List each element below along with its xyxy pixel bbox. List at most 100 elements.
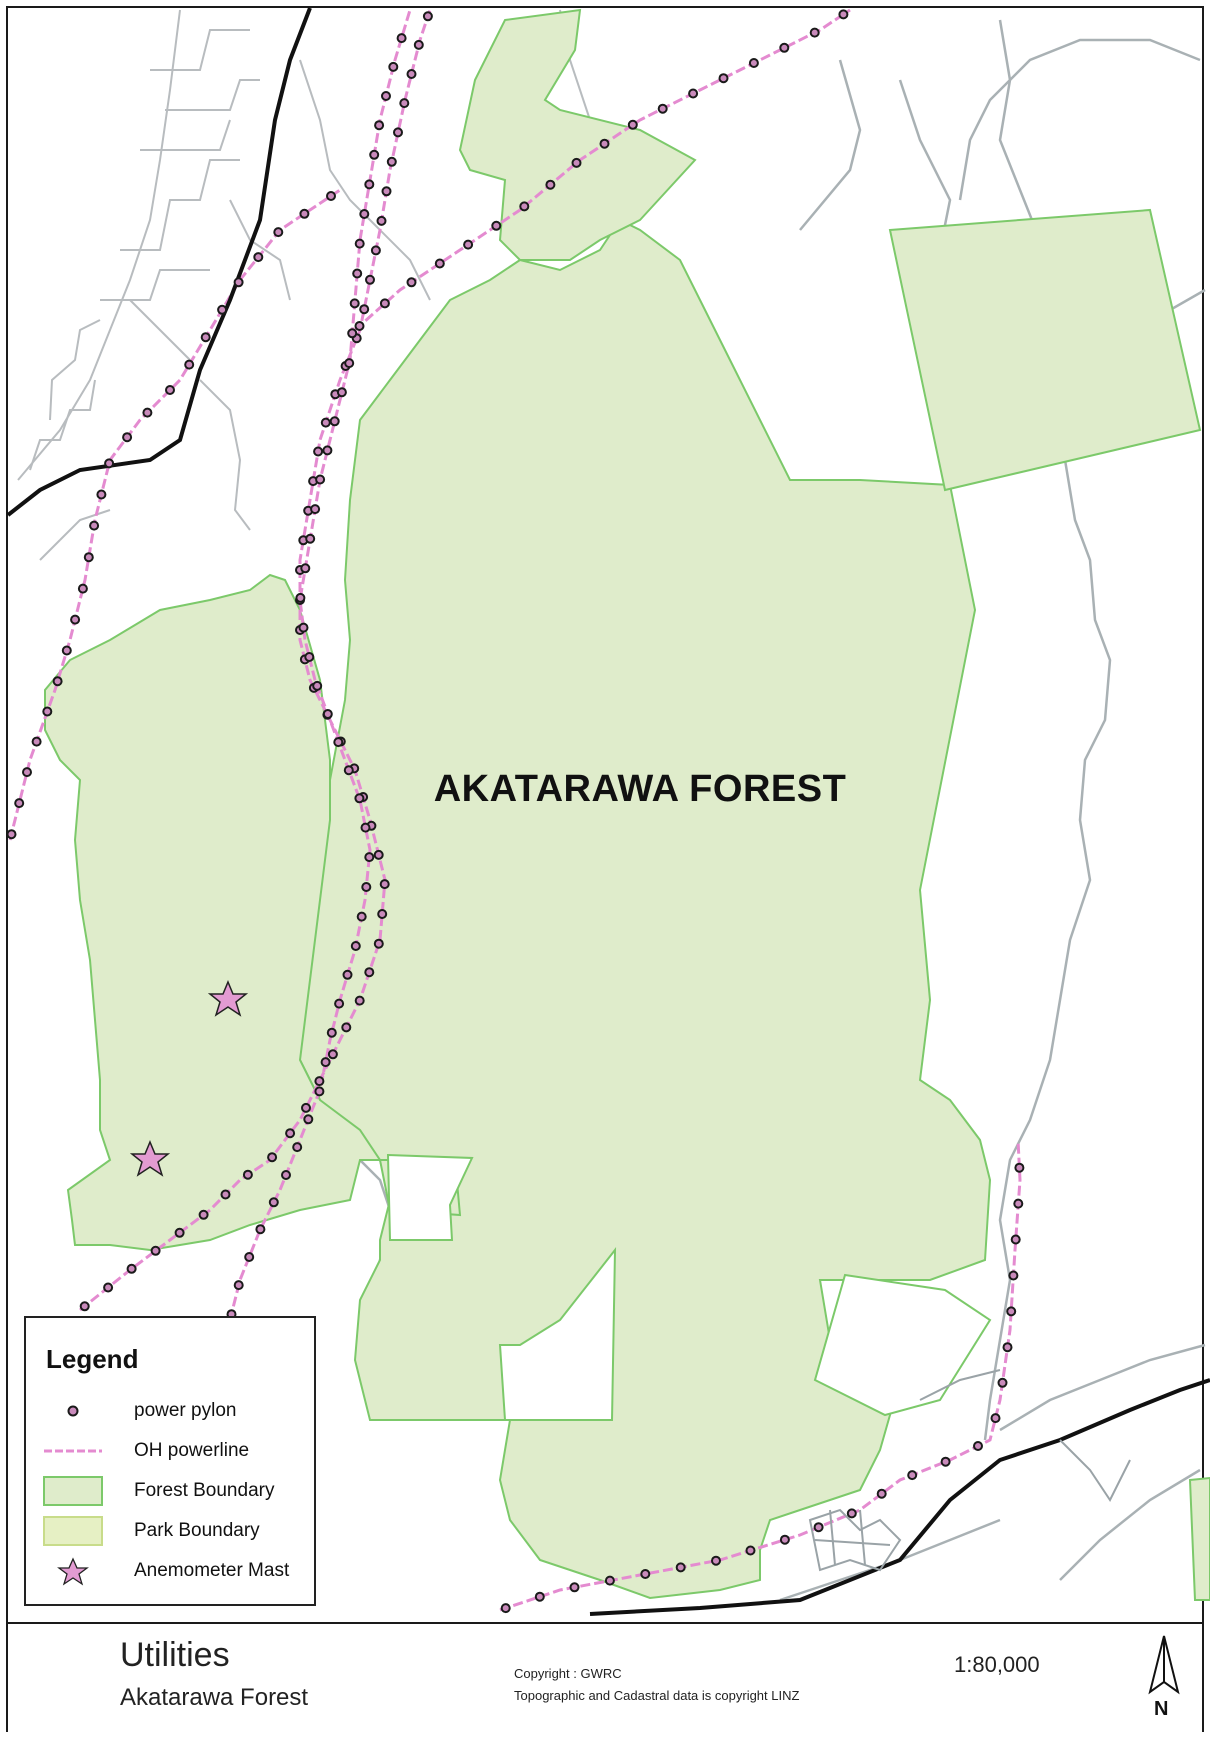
power-pylon xyxy=(150,1245,161,1256)
power-pylon xyxy=(313,446,324,457)
power-pylon xyxy=(364,967,375,978)
power-pylon xyxy=(42,706,53,717)
legend-item-oh-powerline: OH powerline xyxy=(42,1434,312,1468)
anemometer-masts xyxy=(129,980,249,1177)
power-pylon xyxy=(745,1545,756,1556)
legend-label: Park Boundary xyxy=(134,1520,260,1541)
power-pylon xyxy=(990,1413,1001,1424)
legend-item-forest-boundary: Forest Boundary xyxy=(42,1474,312,1508)
legend-label: power pylon xyxy=(134,1400,237,1421)
power-pylon xyxy=(361,882,372,892)
power-pylon xyxy=(300,563,311,574)
power-pylon xyxy=(491,220,502,231)
power-pylon xyxy=(779,1534,790,1545)
legend-box: Legend power pylon OH powerline Forest B… xyxy=(24,1316,316,1606)
power-pylon xyxy=(406,277,417,288)
copyright-line-2: Topographic and Cadastral data is copyri… xyxy=(514,1688,800,1703)
power-pylon xyxy=(364,852,375,863)
power-pylon xyxy=(1008,1270,1019,1281)
power-pylons xyxy=(6,9,1025,1614)
power-pylon xyxy=(295,592,306,603)
power-pylon xyxy=(184,359,195,370)
power-pylon xyxy=(1013,1198,1024,1209)
power-pylon xyxy=(142,407,153,418)
power-pylon xyxy=(718,73,729,84)
map-scale: 1:80,000 xyxy=(954,1652,1040,1677)
power-pylon xyxy=(997,1377,1008,1388)
power-pylon xyxy=(657,103,668,114)
power-pylon xyxy=(104,458,115,469)
anemometer-mast-star xyxy=(207,980,249,1017)
power-pylon xyxy=(534,1591,545,1602)
power-pylon xyxy=(604,1575,615,1586)
power-pylon xyxy=(22,767,32,778)
power-pylon xyxy=(545,179,556,190)
north-label: N xyxy=(1154,1698,1169,1720)
power-pylon xyxy=(376,215,387,226)
power-pylon xyxy=(379,298,390,309)
power-pylon xyxy=(381,91,391,101)
power-pylon xyxy=(299,208,310,219)
power-pylon xyxy=(83,552,94,563)
north-arrow: N xyxy=(1136,1632,1192,1728)
power-pylon xyxy=(688,88,699,99)
power-pylon xyxy=(220,1189,231,1200)
map-footer: Utilities Akatarawa Forest Copyright : G… xyxy=(8,1622,1202,1732)
power-pylon xyxy=(876,1488,887,1499)
power-pylon xyxy=(89,520,100,531)
legend-item-power-pylon: power pylon xyxy=(42,1394,312,1428)
power-pylon xyxy=(14,798,25,809)
power-pylon xyxy=(322,445,333,456)
power-pylon xyxy=(422,11,433,22)
power-pylon xyxy=(627,119,638,130)
power-pylon xyxy=(217,304,228,315)
power-pylon xyxy=(200,332,211,343)
power-pylon xyxy=(369,149,380,160)
legend-item-anemometer-mast: Anemometer Mast xyxy=(42,1554,312,1588)
power-pylon xyxy=(255,1224,266,1235)
power-pylon xyxy=(329,416,340,427)
power-pylon xyxy=(1006,1306,1017,1317)
power-pylon xyxy=(79,1301,90,1312)
power-pylon xyxy=(388,61,399,72)
power-pylon xyxy=(940,1456,951,1467)
power-pylon xyxy=(349,298,360,309)
legend-label: Anemometer Mast xyxy=(134,1560,290,1581)
power-pylon xyxy=(846,1508,857,1519)
power-pylon xyxy=(599,138,610,149)
power-pylon xyxy=(342,969,353,980)
power-pylon xyxy=(165,385,175,395)
power-pylon xyxy=(813,1522,824,1533)
power-pylon xyxy=(303,1114,314,1125)
powerline-icon xyxy=(44,1449,102,1453)
power-pylon xyxy=(77,583,88,594)
power-pylon xyxy=(315,474,326,485)
forest-north-strip xyxy=(458,8,697,261)
power-pylon xyxy=(52,676,63,687)
power-pylon xyxy=(711,1555,721,1566)
power-pylon xyxy=(198,1209,209,1220)
north-arrow-icon xyxy=(1148,1635,1180,1695)
power-pylon xyxy=(373,938,384,949)
power-pylon xyxy=(96,489,107,500)
power-pylon xyxy=(463,239,474,250)
power-pylon xyxy=(675,1562,686,1573)
pylon-icon xyxy=(67,1405,79,1417)
power-pylon xyxy=(122,432,133,443)
power-pylon xyxy=(748,58,759,68)
power-pylon xyxy=(326,1027,337,1038)
power-pylon xyxy=(174,1227,185,1238)
power-pylon xyxy=(413,39,424,50)
map-title: Utilities xyxy=(120,1636,230,1674)
forest-boundary-polygons xyxy=(44,8,1210,1601)
power-pylon xyxy=(364,179,375,190)
power-pylon xyxy=(333,737,344,748)
power-pylon xyxy=(70,614,81,625)
power-pylon xyxy=(244,1252,255,1262)
map-canvas[interactable] xyxy=(0,0,1210,1622)
power-pylon xyxy=(809,27,820,38)
map-subtitle: Akatarawa Forest xyxy=(120,1684,309,1711)
legend-label: Forest Boundary xyxy=(134,1480,275,1501)
power-pylon xyxy=(393,127,403,138)
power-pylon xyxy=(305,533,316,544)
